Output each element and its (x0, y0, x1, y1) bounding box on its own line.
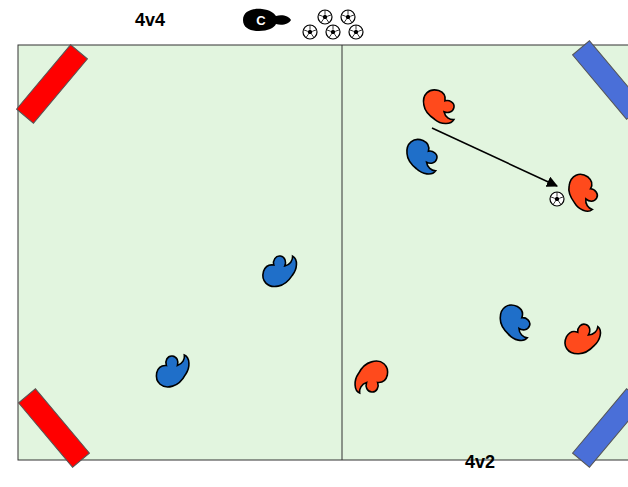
blue-player (155, 353, 189, 389)
red-goal (19, 389, 90, 467)
ball (318, 10, 332, 24)
red-player (562, 318, 603, 360)
red-goal (17, 45, 88, 123)
drill-label: 4v2 (465, 452, 495, 473)
red-player (561, 170, 606, 214)
ball (326, 25, 340, 39)
blue-goal (573, 41, 628, 119)
red-player (354, 359, 388, 395)
coach-letter: C (256, 13, 265, 28)
ball (341, 10, 355, 24)
pitch (18, 45, 628, 460)
pass-arrow (432, 128, 557, 186)
coach-icon (243, 9, 291, 31)
ball (349, 25, 363, 39)
blue-player (261, 252, 298, 290)
halfway-line (342, 45, 343, 460)
blue-player (494, 302, 536, 343)
blue-goal (573, 389, 628, 467)
ball (303, 25, 317, 39)
drill-label: 4v4 (135, 10, 165, 31)
ball (550, 192, 564, 206)
blue-player (402, 137, 442, 176)
red-player (420, 88, 458, 125)
